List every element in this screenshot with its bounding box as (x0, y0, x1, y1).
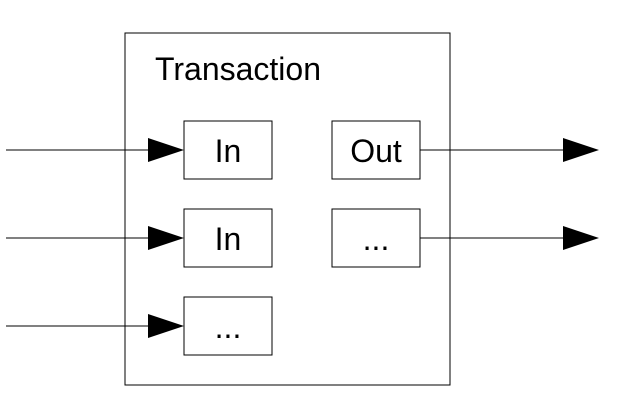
transaction-title: Transaction (155, 51, 321, 87)
input-arrowhead-3 (148, 314, 184, 338)
input-arrowhead-2 (148, 226, 184, 250)
output-label-1: Out (350, 133, 402, 169)
input-label-3: ... (215, 309, 242, 345)
output-box-1: Out (331, 120, 421, 180)
output-arrowhead-1 (563, 138, 599, 162)
input-box-3: ... (183, 296, 273, 356)
input-label-2: In (215, 221, 242, 257)
input-box-2: In (183, 208, 273, 268)
output-arrowhead-2 (563, 226, 599, 250)
output-label-2: ... (363, 221, 390, 257)
output-box-2: ... (331, 208, 421, 268)
input-label-1: In (215, 133, 242, 169)
input-box-1: In (183, 120, 273, 180)
input-arrowhead-1 (148, 138, 184, 162)
